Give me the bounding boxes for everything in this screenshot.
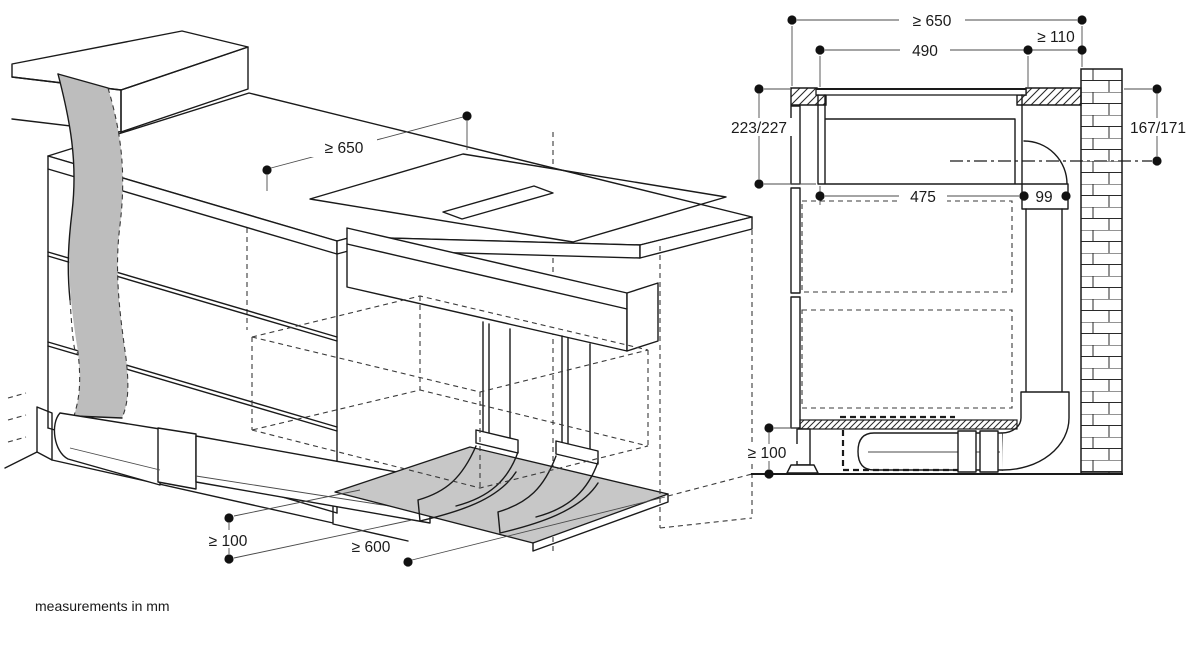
sec-dim-depth: 475: [815, 186, 1029, 206]
sec-dim-total-label: ≥ 650: [913, 13, 952, 30]
section-worktop: [790, 87, 1082, 106]
worktop-top-face: [47, 92, 753, 246]
front-panel-1: [790, 105, 801, 185]
dashed-drawer-1: [801, 200, 1013, 293]
appliance-elbow-arc: [1023, 140, 1068, 185]
wall-break-marks: [7, 392, 27, 443]
sec-dim-front-height: 223/227: [725, 84, 816, 189]
bend-1: [417, 445, 519, 522]
break-band-fill: [58, 74, 128, 418]
sec-dim-duct-axis: 167/171: [1124, 84, 1190, 166]
brick-pattern: [1081, 69, 1122, 473]
flat-duct-left: [53, 412, 161, 486]
sec-dim-total-clearance: ≥ 650: [787, 11, 1087, 86]
iso-worktop: [47, 92, 753, 259]
iso-appliance-box: [346, 227, 659, 352]
section-plinth-duct: [857, 430, 1003, 473]
sec-dim-duct-depth: 99: [1019, 188, 1071, 206]
sec-dim-duct-axis-label: 167/171: [1130, 120, 1186, 137]
plinth-foot-base: [786, 464, 819, 474]
iso-dashed-interior: [251, 230, 753, 529]
duct-v2: [561, 335, 591, 452]
floor-panel: [334, 446, 669, 544]
section-appliance: [817, 94, 1068, 185]
duct-vertical: [1025, 208, 1063, 393]
iso-dim-plinth-height-label: ≥ 100: [209, 533, 248, 550]
iso-dim-wall-clearance-label: ≥ 650: [325, 140, 364, 157]
sec-dim-cutout-label: 490: [912, 43, 938, 60]
band-right-dashed: [107, 87, 129, 419]
plinth-duct-collar-2: [979, 430, 999, 473]
iso-dim-wall-clearance: ≥ 650: [262, 111, 472, 191]
sec-dim-plinth: ≥ 100: [738, 423, 798, 479]
dashed-shelf-2: [251, 389, 649, 489]
worktop-end-face: [639, 216, 753, 259]
dashed-plinth-outline: [841, 430, 958, 472]
caption-measurements: measurements in mm: [35, 598, 170, 614]
duct-bottom-elbow: [1001, 391, 1070, 471]
appliance-seam: [346, 243, 628, 310]
section-dashed: [801, 200, 1013, 472]
iso-view: ≥ 650 ≥ 100 ≥ 600: [4, 30, 753, 567]
floor-panel-edge: [532, 493, 669, 552]
sec-dim-plinth-label: ≥ 100: [748, 445, 787, 462]
appliance-side: [626, 282, 659, 352]
dashed-drawer-2: [801, 309, 1013, 409]
dashed-overhang: [659, 230, 753, 529]
front-panel-3: [790, 296, 801, 429]
sec-dim-right-clearance-label: ≥ 110: [1037, 29, 1075, 46]
bend-collar-2: [555, 440, 599, 465]
iso-dim-front-clearance-label: ≥ 600: [352, 539, 391, 556]
band-left-solid: [57, 73, 75, 301]
appliance-outline: [817, 94, 1023, 185]
plinth-foot: [796, 428, 811, 466]
iso-dim-front-clearance: ≥ 600: [352, 496, 666, 567]
iso-floor-panel: [334, 446, 669, 552]
sec-dim-duct-depth-label: 99: [1035, 189, 1052, 206]
section-front-panels: [790, 105, 801, 429]
plinth-duct-collar-1: [957, 430, 977, 473]
iso-floor-lines: [4, 392, 409, 542]
front-panel-2: [790, 187, 801, 294]
duct-collar: [157, 427, 197, 490]
section-cabinet-floor: [786, 419, 1018, 474]
iso-break-band: [57, 73, 129, 419]
iso-plinth-duct: [36, 406, 431, 524]
section-view: ≥ 650 490 ≥ 110 223/227 167/171: [725, 11, 1190, 479]
bend-2: [497, 455, 599, 534]
floor-edge: [4, 451, 409, 542]
sec-dim-cutout: 490: [815, 41, 1087, 87]
iso-dim-plinth-height: ≥ 100: [199, 489, 413, 564]
sec-dim-front-height-label: 223/227: [731, 120, 787, 137]
band-left-dashed: [69, 299, 81, 417]
cooktop-glass: [309, 153, 727, 243]
cabinet-floor-hatched: [799, 419, 1018, 430]
vent-slot: [442, 185, 554, 220]
iso-cooktop: [309, 153, 727, 243]
platform-end: [36, 406, 53, 461]
section-wall: [1080, 68, 1123, 474]
duct-v1: [482, 321, 511, 441]
sec-dim-depth-label: 475: [910, 189, 936, 206]
dashed-verticals: [251, 296, 649, 488]
